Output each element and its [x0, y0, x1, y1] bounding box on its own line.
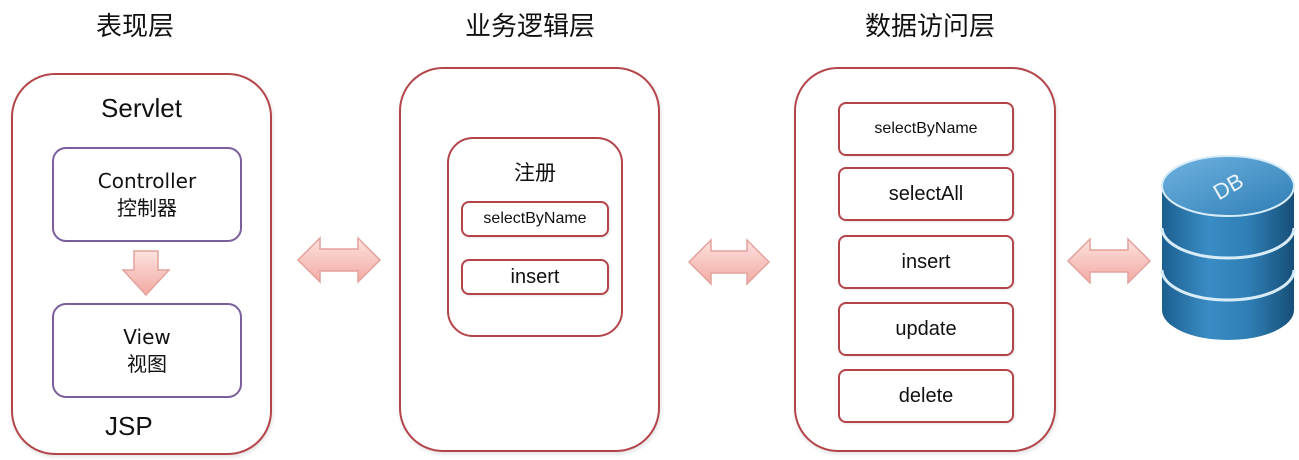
down-arrow-icon [121, 250, 171, 296]
method-insert: insert [838, 235, 1014, 289]
database-icon: DB [1160, 155, 1296, 340]
bidirectional-arrow-icon [296, 236, 382, 284]
controller-label-cn: 控制器 [117, 195, 177, 220]
register-group-title: 注册 [514, 161, 556, 185]
jsp-label: JSP [105, 411, 153, 441]
bidirectional-arrow-icon [687, 238, 771, 286]
method-insert: insert [461, 259, 609, 295]
controller-label: Controller [97, 168, 197, 193]
data-access-layer-panel: selectByName selectAll insert update del… [794, 67, 1056, 452]
view-label-cn: 视图 [127, 351, 167, 376]
layer-title-data-access: 数据访问层 [864, 12, 995, 42]
bidirectional-arrow-icon [1066, 237, 1152, 285]
layer-title-presentation: 表现层 [95, 12, 174, 42]
view-box: View 视图 [52, 303, 242, 398]
controller-box: Controller 控制器 [52, 147, 242, 242]
layer-title-business: 业务逻辑层 [464, 12, 595, 42]
business-layer-panel: 注册 selectByName insert [399, 67, 660, 452]
method-update: update [838, 302, 1014, 356]
servlet-label: Servlet [101, 93, 182, 123]
method-selectbyname: selectByName [461, 201, 609, 237]
view-label: View [123, 324, 171, 349]
register-group: 注册 selectByName insert [447, 137, 623, 337]
method-delete: delete [838, 369, 1014, 423]
method-selectbyname: selectByName [838, 102, 1014, 156]
presentation-layer-panel: Servlet Controller 控制器 View 视图 JSP [11, 73, 272, 455]
method-selectall: selectAll [838, 167, 1014, 221]
